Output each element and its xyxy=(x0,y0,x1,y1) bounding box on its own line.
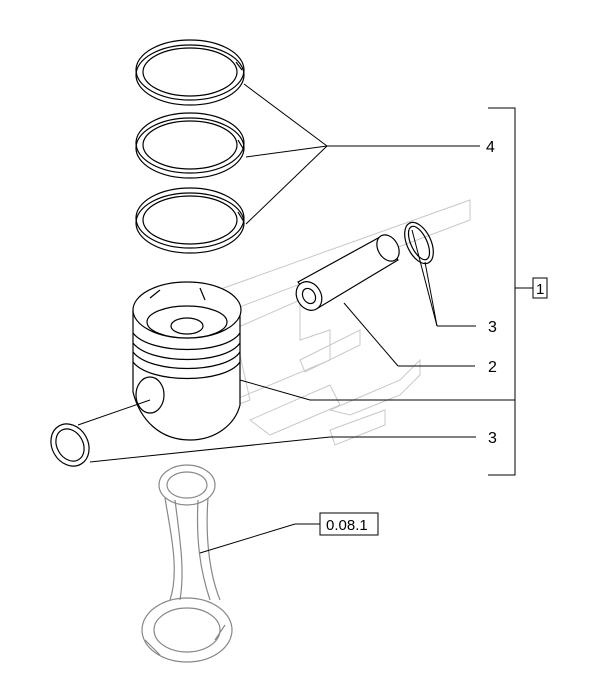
callout-circlip-bottom: 3 xyxy=(488,430,497,447)
assembly-label-box xyxy=(532,277,548,299)
piston-ring-1 xyxy=(135,39,245,106)
conrod-ref-box xyxy=(319,512,379,536)
callout-rings: 4 xyxy=(486,139,495,156)
piston-pin xyxy=(295,234,400,311)
piston xyxy=(132,281,242,441)
leader-lines-pin-piston xyxy=(239,302,515,401)
piston-ring-3 xyxy=(135,187,245,254)
callout-pin: 2 xyxy=(488,359,497,376)
leader-line-conrod xyxy=(199,523,320,554)
leader-lines-circlips xyxy=(77,229,476,463)
callout-conrod-ref: 0.08.1 xyxy=(326,517,368,534)
callout-assembly: 1 xyxy=(536,281,544,298)
piston-ring-2 xyxy=(135,112,245,179)
callout-circlip-top: 3 xyxy=(488,319,497,336)
connecting-rod xyxy=(141,464,233,663)
circlip-top xyxy=(404,221,434,265)
circlip-bottom xyxy=(50,423,90,467)
leader-lines-rings xyxy=(243,83,480,225)
assembly-bracket xyxy=(488,107,533,476)
